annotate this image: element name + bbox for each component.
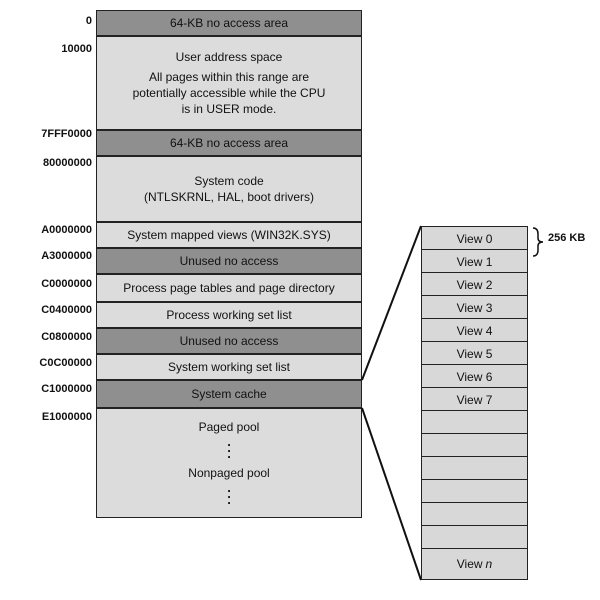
region-page-tables: Process page tables and page directory [96,274,362,302]
view-row-empty [421,456,528,481]
view-n-prefix: View [456,557,483,571]
address-label-e1000000: E1000000 [41,411,92,423]
unused-no-access-2-label: Unused no access [179,334,279,348]
address-label-80000000: 80000000 [43,157,92,169]
view-row-empty [421,410,528,435]
region-no-access-low-label: 64-KB no access area [169,16,289,30]
view-label-7: View 7 [456,392,493,407]
view-row-1: View 1 [421,249,528,274]
region-no-access-low: 64-KB no access area [96,10,362,36]
view-row-empty [421,525,528,550]
view-row-6: View 6 [421,364,528,389]
address-label-c0000000: C0000000 [41,278,92,290]
region-system-cache: System cache [96,380,362,408]
connector-line-top [361,225,422,381]
view-label-0: View 0 [456,231,493,246]
view-label-4: View 4 [456,323,493,338]
unused-no-access-1-label: Unused no access [179,254,279,268]
vertical-ellipsis-icon: ... [227,480,231,507]
region-no-access-high-label: 64-KB no access area [169,136,289,150]
process-working-set-label: Process working set list [166,308,292,322]
view-row-empty [421,502,528,527]
user-space-desc-line3: is in USER mode. [181,102,277,116]
address-label-c1000000: C1000000 [41,383,92,395]
user-space-title: User address space [175,50,283,64]
region-system-code: System code (NTLSKRNL, HAL, boot drivers… [96,156,362,222]
view-row-2: View 2 [421,272,528,297]
region-user-address-space: User address space All pages within this… [96,36,362,130]
system-code-title: System code [194,174,264,188]
region-system-working-set: System working set list [96,354,362,380]
address-label-0: 0 [85,15,92,27]
system-cache-label: System cache [191,387,267,401]
connector-line-bottom [361,407,422,581]
page-tables-label: Process page tables and page directory [123,281,335,295]
system-mapped-views-label: System mapped views (WIN32K.SYS) [127,228,331,242]
user-space-desc-line1: All pages within this range are [148,70,310,84]
address-label-a0000000: A0000000 [41,224,92,236]
view-row-empty [421,479,528,504]
region-no-access-high: 64-KB no access area [96,130,362,156]
address-label-7fff0000: 7FFF0000 [41,128,92,140]
nonpaged-pool-label: Nonpaged pool [188,466,270,480]
view-row-7: View 7 [421,387,528,412]
view-row-4: View 4 [421,318,528,343]
address-label-10000: 10000 [61,43,92,55]
address-label-c0800000: C0800000 [41,331,92,343]
vertical-ellipsis-icon: ... [227,434,231,461]
view-row-0: View 0 [421,226,528,251]
view-label-3: View 3 [456,300,493,315]
system-code-subtitle: (NTLSKRNL, HAL, boot drivers) [143,190,315,204]
view-label-5: View 5 [456,346,493,361]
region-system-mapped-views: System mapped views (WIN32K.SYS) [96,222,362,248]
region-pools: Paged pool ... Nonpaged pool ... [96,408,362,518]
view-row-5: View 5 [421,341,528,366]
view-label-6: View 6 [456,369,493,384]
system-working-set-label: System working set list [167,360,291,374]
brace-icon [532,227,544,257]
user-space-desc-line2: potentially accessible while the CPU [132,86,326,100]
paged-pool-label: Paged pool [198,420,260,434]
region-process-working-set: Process working set list [96,302,362,328]
view-label-1: View 1 [456,254,493,269]
region-unused-no-access-2: Unused no access [96,328,362,354]
region-unused-no-access-1: Unused no access [96,248,362,274]
address-label-c0400000: C0400000 [41,304,92,316]
address-label-c0c00000: C0C00000 [39,357,92,369]
view-row-3: View 3 [421,295,528,320]
view-row-empty [421,433,528,458]
view-label-2: View 2 [456,277,493,292]
view-n-variable: n [485,557,493,571]
view-size-label: 256 KB [548,232,586,244]
address-label-a3000000: A3000000 [41,250,92,262]
